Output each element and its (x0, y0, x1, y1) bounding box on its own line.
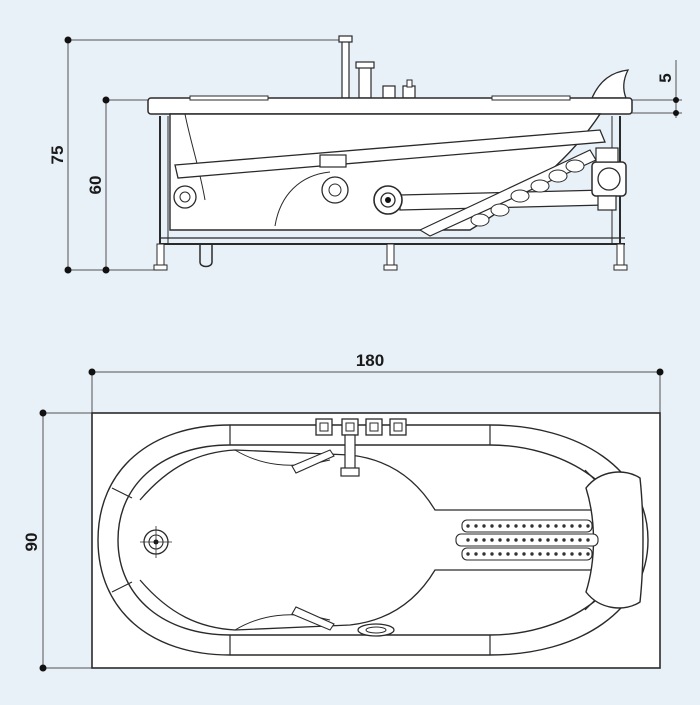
dimension-90-line (39, 409, 92, 672)
jet-nozzle (522, 552, 526, 556)
dimension-75-line (64, 36, 345, 274)
side-drain-fittings (173, 176, 403, 215)
support-legs (153, 243, 628, 271)
jet-nozzle (546, 538, 550, 542)
dim-label-90: 90 (22, 533, 41, 552)
jet-nozzle (538, 524, 542, 528)
jet-nozzle (546, 524, 550, 528)
jet-nozzle (466, 552, 470, 556)
jet-nozzle (466, 524, 470, 528)
jet-nozzle (498, 524, 502, 528)
jet-nozzle (570, 538, 574, 542)
jet-rails (455, 519, 599, 561)
jet-nozzle (562, 552, 566, 556)
jet-nozzle (570, 524, 574, 528)
dimension-5-line (632, 60, 682, 118)
armrest-pad-bottom (291, 606, 335, 631)
jet-nozzle (514, 552, 518, 556)
side-elevation-view: 75 60 5 (48, 35, 682, 274)
jet-nozzle (554, 524, 558, 528)
jet-nozzle (538, 552, 542, 556)
jet-nozzle (578, 524, 582, 528)
pump-motor (591, 147, 627, 211)
jet-nozzle (562, 524, 566, 528)
plan-spout (340, 434, 360, 477)
jet-nozzle (498, 538, 502, 542)
jet-nozzle (482, 524, 486, 528)
jet-nozzle (514, 538, 518, 542)
armrest-pad-top (291, 449, 335, 474)
jet-nozzle (578, 552, 582, 556)
jet-nozzle (522, 538, 526, 542)
dim-label-5: 5 (656, 73, 675, 82)
jet-nozzle (530, 552, 534, 556)
side-jets (470, 159, 585, 227)
plan-drain (140, 526, 172, 558)
jet-nozzle (506, 552, 510, 556)
control-knobs (315, 418, 407, 436)
jet-nozzle (554, 552, 558, 556)
jet-nozzle (482, 538, 486, 542)
jet-nozzle (530, 524, 534, 528)
jet-nozzle (546, 552, 550, 556)
headrest (590, 69, 630, 99)
jet-nozzle (474, 538, 478, 542)
jet-nozzle (498, 552, 502, 556)
jet-nozzle (562, 538, 566, 542)
plan-view: 180 90 (22, 351, 664, 672)
jet-nozzle (538, 538, 542, 542)
faucet-spout (338, 35, 416, 99)
jet-nozzle (586, 552, 590, 556)
rim-segments (111, 425, 601, 655)
jet-nozzle (506, 538, 510, 542)
jet-nozzle (506, 524, 510, 528)
jet-nozzle (490, 538, 494, 542)
dim-label-180: 180 (356, 351, 384, 370)
jet-nozzle (586, 538, 590, 542)
plan-headrest (585, 471, 644, 609)
dimension-60-line (102, 96, 148, 274)
jet-nozzle (474, 524, 478, 528)
dim-label-75: 75 (48, 146, 67, 165)
jet-nozzle (522, 524, 526, 528)
jet-nozzle (570, 552, 574, 556)
jet-nozzle (530, 538, 534, 542)
jet-nozzle (466, 538, 470, 542)
jet-nozzle (490, 524, 494, 528)
jet-nozzle (474, 552, 478, 556)
suction-fitting (357, 623, 395, 637)
jet-nozzles (466, 524, 590, 556)
jet-nozzle (490, 552, 494, 556)
jet-nozzle (578, 538, 582, 542)
dim-label-60: 60 (86, 176, 105, 195)
jet-nozzle (554, 538, 558, 542)
dimension-180-line (88, 368, 664, 413)
jet-nozzle (482, 552, 486, 556)
jet-nozzle (586, 524, 590, 528)
jet-nozzle (514, 524, 518, 528)
